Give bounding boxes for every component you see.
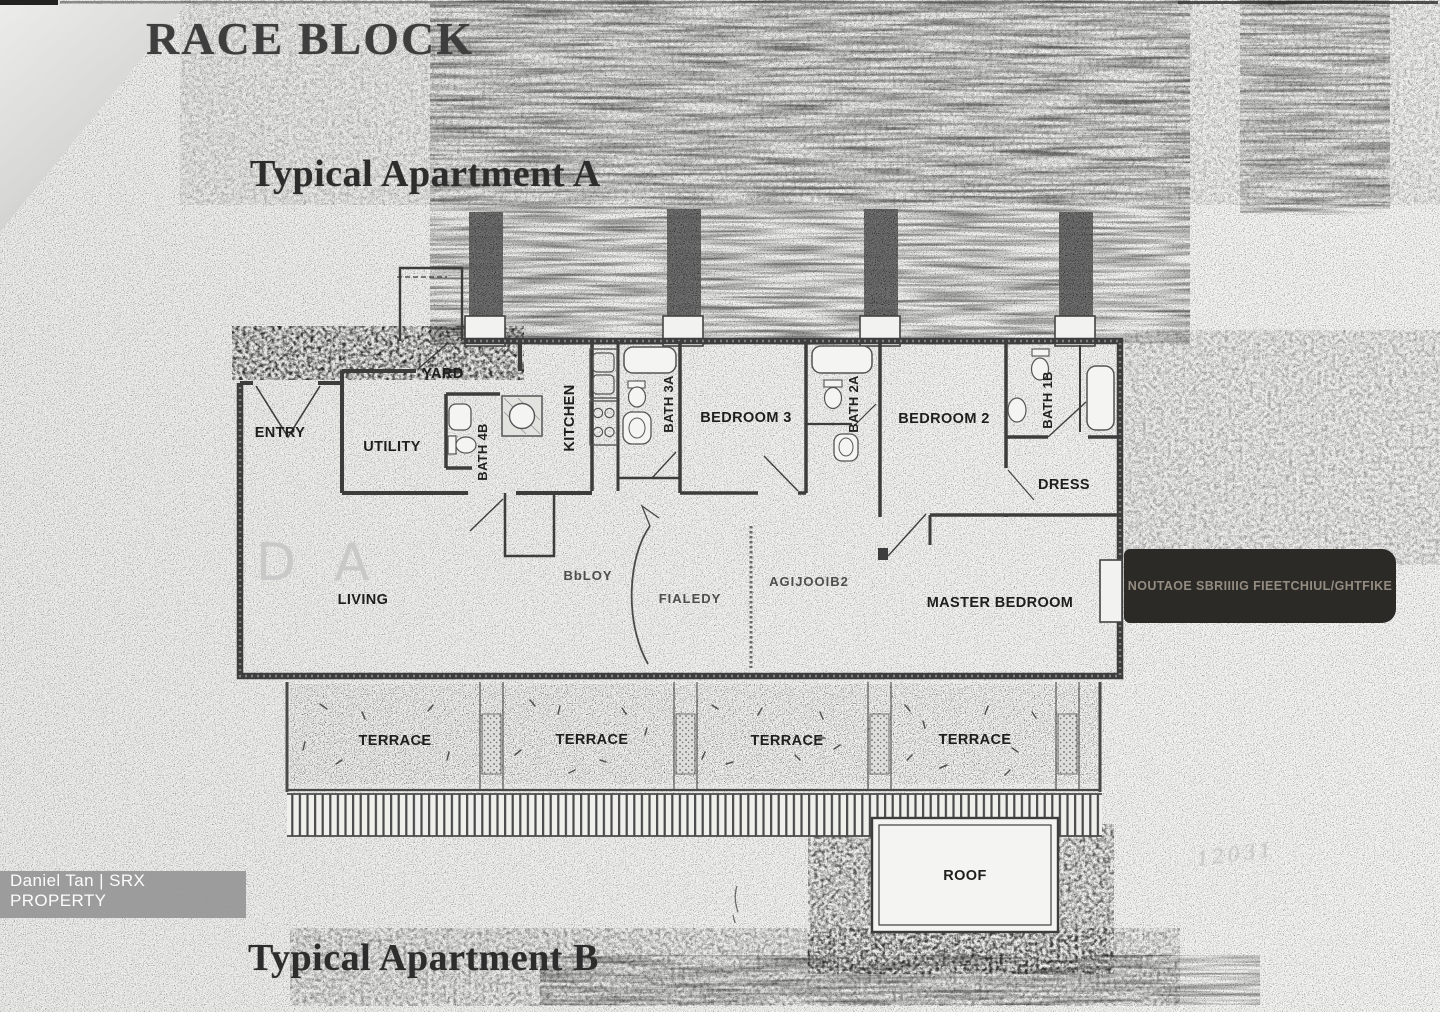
ghost-letters: D A [256, 533, 370, 593]
bath-2a-fixtures [811, 345, 873, 462]
label-bath-4b: BATH 4B [475, 423, 490, 480]
bath-3a-fixtures [622, 346, 677, 445]
page-title: RACE BLOCK [146, 13, 474, 64]
roof-outline [870, 816, 1060, 934]
agent-watermark-text: Daniel Tan | SRX PROPERTY [10, 871, 146, 910]
family-room-wall [630, 504, 753, 668]
label-bath-2a: BATH 2A [846, 375, 861, 433]
room-labels: ENTRY YARD UTILITY BATH 4B KITCHEN BATH … [255, 366, 1090, 884]
garbled-bleedthrough-label-3: AGIJOOIB2 [769, 574, 849, 589]
garbled-bleedthrough-label-2: FIALEDY [659, 591, 722, 606]
terrace-structure [285, 682, 1102, 792]
yard-porch-outline [397, 266, 464, 341]
garbled-bleedthrough-label-1: BbLOY [563, 568, 612, 583]
master-bedroom-door-symbol [1099, 559, 1123, 623]
label-yard: YARD [422, 366, 463, 382]
label-terrace-2: TERRACE [556, 732, 629, 748]
label-terrace-1: TERRACE [359, 733, 432, 749]
label-master-bedroom: MASTER BEDROOM [927, 595, 1074, 611]
heading-typical-apartment-a: Typical Apartment A [250, 153, 601, 195]
apartment-outer-walls [236, 337, 1124, 680]
label-utility: UTILITY [363, 439, 421, 455]
label-terrace-4: TERRACE [939, 732, 1012, 748]
agent-watermark-bar: Daniel Tan | SRX PROPERTY [0, 871, 246, 918]
scan-squiggle-mark [732, 885, 739, 924]
stamp-banner: NOUTAOE SBRIIIIG FIEETCHIUL/GHTFIKE [1124, 549, 1396, 623]
label-entry: ENTRY [255, 425, 306, 441]
kitchen-fixtures [589, 348, 618, 446]
terrace-speckles [302, 699, 1037, 776]
heading-typical-apartment-b: Typical Apartment B [248, 937, 599, 979]
bath-4b-fixtures [447, 395, 543, 455]
ghost-letter-a: A [334, 533, 370, 593]
label-bath-1b: BATH 1B [1040, 371, 1055, 428]
label-roof: ROOF [943, 868, 987, 884]
label-living: LIVING [338, 592, 389, 608]
label-bedroom-3: BEDROOM 3 [700, 410, 791, 426]
label-dress: DRESS [1038, 477, 1090, 493]
entry-door-swing [255, 385, 321, 439]
label-bedroom-2: BEDROOM 2 [898, 411, 989, 427]
page-fold-triangle [0, 4, 186, 232]
ghost-letter-d: D [256, 533, 296, 593]
scan-edge-line [0, 0, 1438, 5]
bath-1b-fixtures [1007, 348, 1115, 431]
interior-walls [340, 341, 1120, 560]
label-bath-3a: BATH 3A [661, 375, 676, 433]
label-kitchen: KITCHEN [562, 384, 578, 451]
stamp-banner-text: NOUTAOE SBRIIIIG FIEETCHIUL/GHTFIKE [1127, 579, 1393, 593]
label-terrace-3: TERRACE [751, 733, 824, 749]
